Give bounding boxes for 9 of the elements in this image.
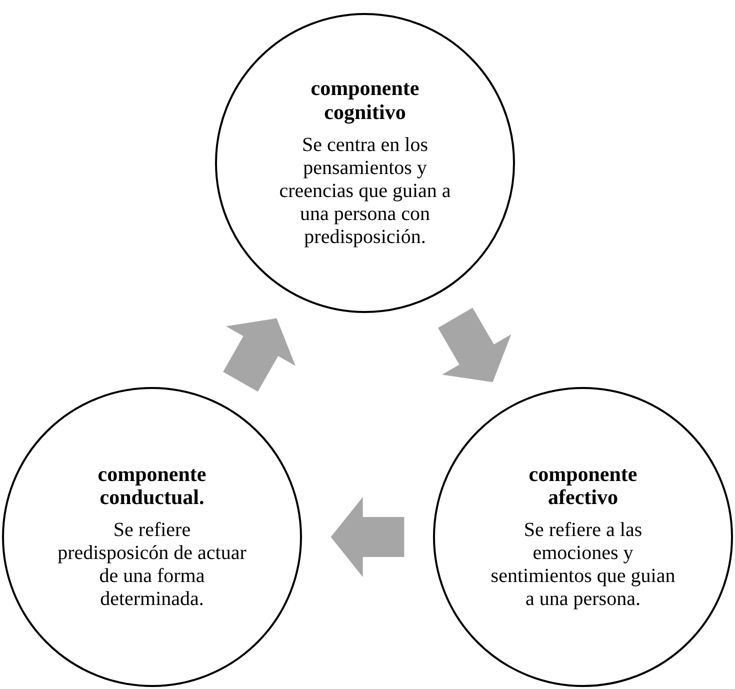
node-description: Se refiere predisposicón de actuar de una forma determinada. (57, 519, 247, 612)
node-heading: componente afectivo (528, 462, 638, 510)
block-arrow (438, 308, 512, 382)
block-arrow (330, 497, 404, 577)
node-description: Se refiere a las emociones y sentimientos que guian a una persona. (490, 519, 676, 612)
block-arrow (223, 318, 296, 392)
node-description: Se centra en los pensamientos y creencias que guian a una persona con predisposición. (278, 134, 452, 249)
node-heading: componente conductual. (96, 462, 208, 510)
node-heading: componente cognitivo (310, 77, 420, 124)
